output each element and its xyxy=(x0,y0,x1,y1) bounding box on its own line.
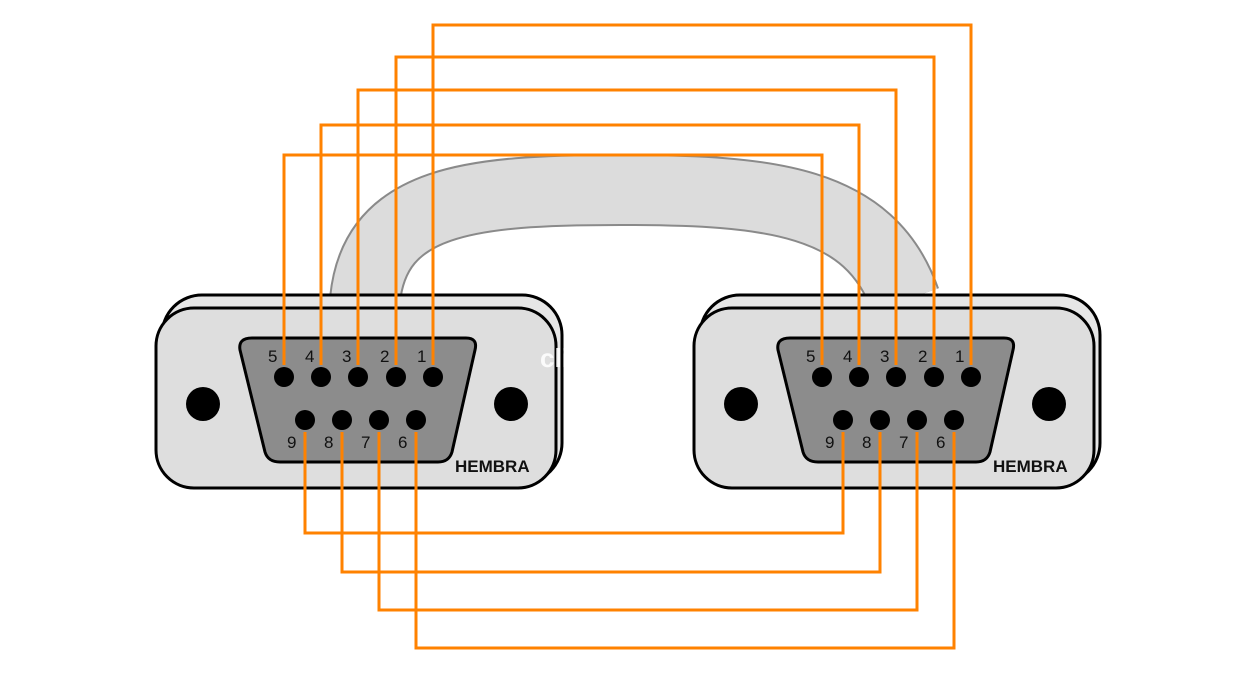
pin-3 xyxy=(348,367,368,387)
pin-label-6: 6 xyxy=(398,433,407,452)
pin-label-4: 4 xyxy=(843,347,852,366)
connector-gender-label: HEMBRA xyxy=(455,457,530,476)
pin-1 xyxy=(961,367,981,387)
pin-2 xyxy=(924,367,944,387)
pin-label-3: 3 xyxy=(342,347,351,366)
mounting-hole-icon xyxy=(1032,387,1066,421)
wires xyxy=(282,23,973,650)
wire-pin-7 xyxy=(377,432,919,612)
mounting-hole-icon xyxy=(494,387,528,421)
wire-pin-5 xyxy=(282,153,824,365)
pin-label-7: 7 xyxy=(899,433,908,452)
pin-4 xyxy=(311,367,331,387)
pin-7 xyxy=(369,410,389,430)
pin-6 xyxy=(944,410,964,430)
pin-5 xyxy=(812,367,832,387)
wire-pin-4 xyxy=(319,123,861,365)
wire-pin-2 xyxy=(394,55,936,365)
pin-9 xyxy=(833,410,853,430)
pin-label-5: 5 xyxy=(268,347,277,366)
wire-pin-1 xyxy=(431,23,973,365)
wire-pin-6 xyxy=(414,432,956,650)
pin-5 xyxy=(274,367,294,387)
wire-pin-8 xyxy=(340,432,882,574)
pin-label-8: 8 xyxy=(324,433,333,452)
pin-label-3: 3 xyxy=(880,347,889,366)
pin-label-4: 4 xyxy=(305,347,314,366)
pin-label-6: 6 xyxy=(936,433,945,452)
pin-1 xyxy=(423,367,443,387)
mounting-hole-icon xyxy=(186,387,220,421)
wire-pin-9 xyxy=(303,432,845,535)
pin-label-9: 9 xyxy=(825,433,834,452)
d-sub-face xyxy=(238,336,478,464)
pin-6 xyxy=(406,410,426,430)
pin-label-7: 7 xyxy=(361,433,370,452)
d-sub-face xyxy=(776,336,1016,464)
pin-9 xyxy=(295,410,315,430)
pin-label-5: 5 xyxy=(806,347,815,366)
pin-label-2: 2 xyxy=(918,347,927,366)
mounting-hole-icon xyxy=(724,387,758,421)
pin-label-9: 9 xyxy=(287,433,296,452)
connector-gender-label: HEMBRA xyxy=(993,457,1068,476)
pin-label-1: 1 xyxy=(955,347,964,366)
pin-7 xyxy=(907,410,927,430)
pin-3 xyxy=(886,367,906,387)
cable xyxy=(329,153,939,314)
pin-label-8: 8 xyxy=(862,433,871,452)
pin-8 xyxy=(332,410,352,430)
pin-2 xyxy=(386,367,406,387)
pin-8 xyxy=(870,410,890,430)
pin-label-2: 2 xyxy=(380,347,389,366)
wire-pin-3 xyxy=(356,88,898,365)
pin-label-1: 1 xyxy=(417,347,426,366)
watermark: clickbox.cl xyxy=(540,343,673,373)
pin-4 xyxy=(849,367,869,387)
